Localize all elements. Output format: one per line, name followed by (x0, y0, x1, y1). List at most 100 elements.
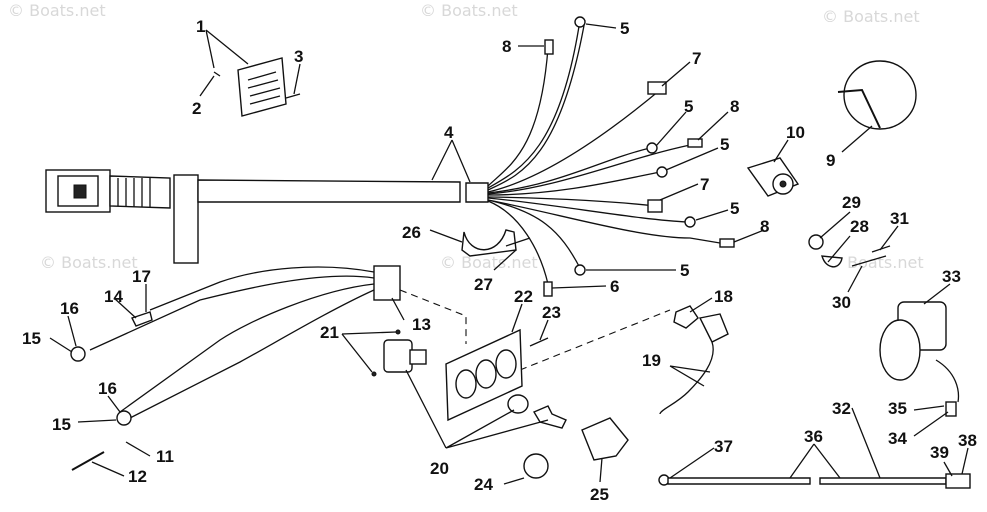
callout-33: 33 (942, 267, 961, 286)
lead-35 (935, 359, 960, 403)
callout-7b: 7 (700, 175, 709, 194)
wire-to-5e (487, 199, 581, 269)
screw-21b (395, 329, 401, 335)
leader-37 (669, 447, 715, 479)
leader-7a (661, 61, 691, 87)
callout-2: 2 (192, 99, 201, 118)
ring-terminal-16a (70, 346, 86, 362)
callout-11: 11 (156, 447, 174, 466)
watermark-1: © Boats.net (8, 1, 106, 20)
leader-16 (67, 315, 121, 413)
leader-36 (789, 443, 841, 479)
leader-7b (659, 183, 699, 201)
callout-8b: 8 (730, 97, 739, 116)
leader-19 (669, 365, 711, 387)
callout-numbers: 1 2 3 4 5 5 5 5 5 6 7 7 8 8 8 9 10 11 12… (22, 17, 977, 504)
wire-to-8a (487, 47, 549, 187)
callout-10: 10 (786, 123, 805, 142)
callout-26: 26 (402, 223, 421, 242)
ring-terminal-5d (684, 216, 696, 228)
harness-clamp (173, 174, 199, 264)
callout-15a: 15 (22, 329, 41, 348)
callout-19: 19 (642, 351, 661, 370)
callout-15b: 15 (52, 415, 71, 434)
leader-22 (511, 303, 523, 333)
callout-8c: 8 (760, 217, 769, 236)
wire-to-5a-b (487, 19, 586, 191)
leader-28 (827, 235, 851, 263)
callout-36: 36 (804, 427, 823, 446)
callout-14: 14 (104, 287, 123, 306)
lead-15b (119, 283, 375, 413)
wire-to-6 (487, 200, 549, 285)
callout-5a: 5 (620, 19, 629, 38)
callout-35: 35 (888, 399, 907, 418)
switch-body (383, 339, 413, 373)
ring-terminal-5b (646, 142, 658, 154)
plate-text-lines (247, 71, 281, 105)
watermark-2: © Boats.net (420, 1, 518, 20)
leader-27 (493, 249, 517, 271)
switch-nut (507, 394, 529, 414)
leader-12 (91, 461, 125, 477)
switch-barrel (409, 349, 427, 365)
leader-24 (503, 477, 525, 485)
bullet-terminal-8c (719, 238, 735, 248)
callout-39: 39 (930, 443, 949, 462)
key-switch-20 (371, 329, 629, 479)
screw-30 (851, 255, 887, 267)
leader-1 (205, 29, 249, 69)
callout-21: 21 (320, 323, 339, 342)
relay-cap (879, 319, 921, 381)
callout-9: 9 (826, 151, 835, 170)
leader-5d (695, 209, 729, 221)
screw-27 (505, 237, 531, 247)
key-switch-leads (70, 265, 401, 471)
nut-29 (808, 234, 824, 250)
callout-13: 13 (412, 315, 431, 334)
callout-31: 31 (890, 209, 909, 228)
callout-25: 25 (590, 485, 609, 504)
watermark-6: © Boats.net (826, 253, 924, 272)
sleeve-12 (71, 451, 105, 471)
ring-terminal-5a (574, 16, 586, 28)
leader-18 (689, 297, 713, 313)
leader-38 (961, 447, 969, 475)
panel-hole-1 (455, 369, 477, 399)
lead-36 (658, 473, 971, 489)
leader-20 (405, 369, 549, 449)
guide-line-1 (399, 289, 467, 344)
leader-21 (341, 331, 397, 373)
callout-28: 28 (850, 217, 869, 236)
plate-body (237, 57, 287, 117)
callout-16b: 16 (98, 379, 117, 398)
watermark-4: © Boats.net (40, 253, 138, 272)
callout-5b: 5 (684, 97, 693, 116)
wire-to-5b (487, 147, 651, 194)
leader-3 (293, 63, 301, 95)
clamp-body (461, 229, 517, 257)
plug-key (73, 184, 87, 199)
terminal-14 (131, 311, 153, 327)
harness-boot (109, 175, 171, 209)
leader-15 (49, 337, 117, 423)
leader-32 (851, 407, 881, 479)
relay-33 (879, 301, 960, 417)
callout-20: 20 (430, 459, 449, 478)
ring-terminal-5e (574, 264, 586, 276)
callout-27: 27 (474, 275, 493, 294)
wiring-harness (45, 16, 735, 297)
callout-18: 18 (714, 287, 733, 306)
lead-segment-2 (819, 477, 947, 485)
watermark-3: © Boats.net (822, 7, 920, 26)
wire-to-5a (487, 19, 581, 189)
terminal-34 (945, 401, 957, 417)
callout-22: 22 (514, 287, 533, 306)
callout-5e: 5 (680, 261, 689, 280)
leader-8b (697, 111, 729, 141)
lanyard-cord (659, 341, 714, 415)
leader-23 (539, 319, 549, 341)
grommet-10 (746, 157, 800, 197)
